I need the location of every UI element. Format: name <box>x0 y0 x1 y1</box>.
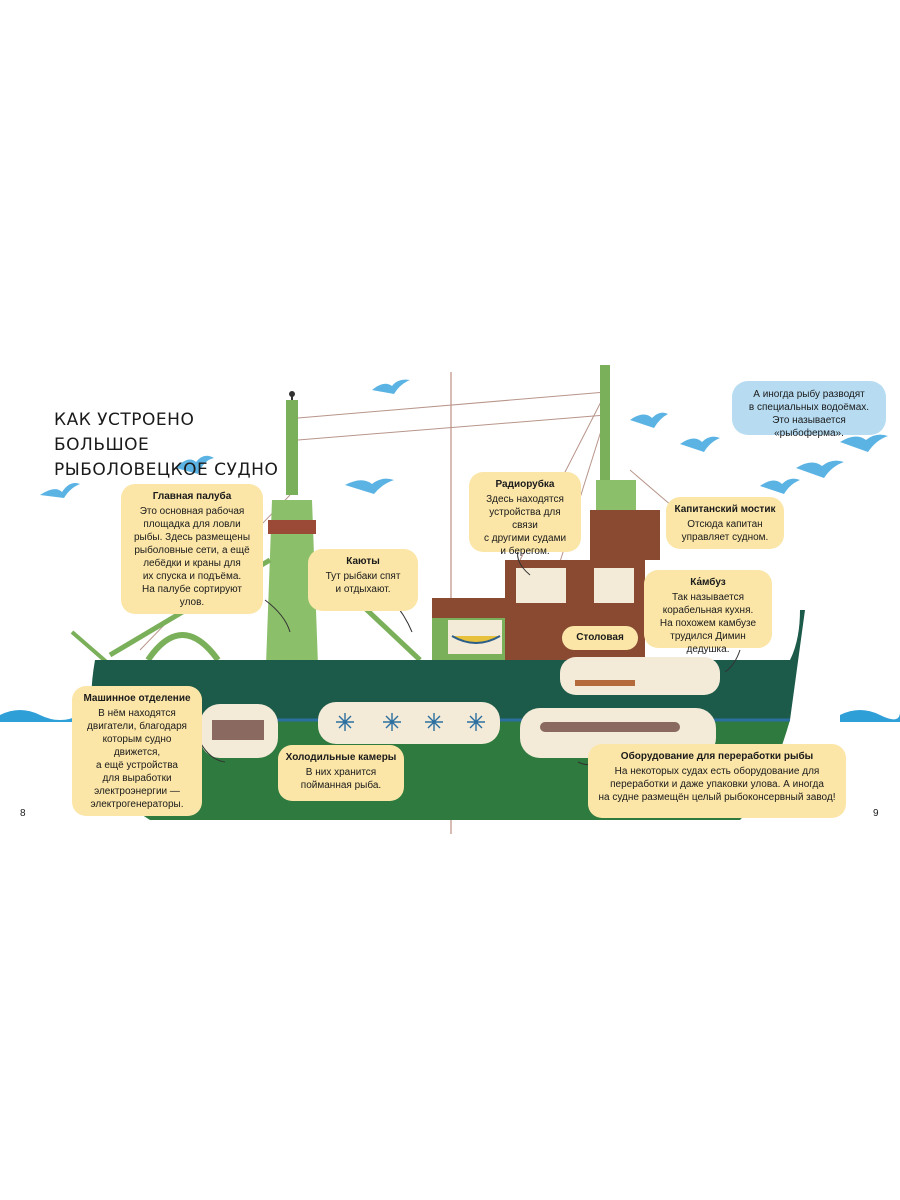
callout-body: В них хранится пойманная рыба. <box>300 767 382 791</box>
callout-heading: Каюты <box>346 556 380 567</box>
cold-storage <box>318 702 500 744</box>
callout-galley: Ка́мбуз Так называется корабельная кухня… <box>644 570 772 655</box>
callout-body: На некоторых судах есть оборудование для… <box>598 766 836 803</box>
water-left <box>0 710 80 722</box>
callout-body: Отсюда капитан управляет судном. <box>681 519 769 543</box>
page-number-left: 8 <box>20 808 26 819</box>
net-drum <box>145 632 221 662</box>
callout-body: В нём находятся двигатели, благодаря кот… <box>87 708 187 810</box>
callout-heading: Радиорубка <box>495 479 555 490</box>
callout-heading: Оборудование для переработки рыбы <box>620 751 814 762</box>
callout-dining: Столовая <box>562 626 638 650</box>
callout-cold-storage: Холодильные камеры В них хранится пойман… <box>278 745 404 801</box>
callout-engine-room: Машинное отделение В нём находятся двига… <box>72 686 202 816</box>
front-mast <box>286 400 298 495</box>
callout-body: Здесь находятся устройства для связи с д… <box>483 494 567 557</box>
page-title: КАК УСТРОЕНО БОЛЬШОЕ РЫБОЛОВЕЦКОЕ СУДНО <box>54 408 284 483</box>
callout-heading: Главная палуба <box>152 491 232 502</box>
callout-heading: Ка́мбуз <box>690 577 726 588</box>
front-mast-base <box>266 500 318 665</box>
callout-cabins: Каюты Тут рыбаки спят и отдыхают. <box>308 549 418 611</box>
snowflake-icons <box>336 713 485 731</box>
callout-processing: Оборудование для переработки рыбы На нек… <box>588 744 846 818</box>
callout-body: Так называется корабельная кухня. На пох… <box>659 592 757 655</box>
callout-body: Это основная рабочая площадка для ловли … <box>133 506 251 608</box>
galley-dining <box>560 657 720 695</box>
callout-body: Тут рыбаки спят и отдыхают. <box>325 571 401 595</box>
callout-heading: Капитанский мостик <box>674 504 776 515</box>
seagull-icons <box>40 379 888 498</box>
speech-bubble-fish-farm: А иногда рыбу разводят в специальных вод… <box>732 381 886 439</box>
page-number-right: 9 <box>873 808 879 819</box>
water-right <box>840 710 900 722</box>
callout-main-deck: Главная палуба Это основная рабочая площ… <box>121 484 263 614</box>
title-line-2: РЫБОЛОВЕЦКОЕ СУДНО <box>54 460 279 480</box>
rear-mast <box>600 365 610 485</box>
superstructure-top <box>590 510 660 560</box>
callout-heading: Холодильные камеры <box>285 752 397 763</box>
callout-heading: Машинное отделение <box>83 693 191 704</box>
callout-captain-bridge: Капитанский мостик Отсюда капитан управл… <box>666 497 784 549</box>
callout-radio-room: Радиорубка Здесь находятся устройства дл… <box>469 472 581 557</box>
title-line-1: КАК УСТРОЕНО БОЛЬШОЕ <box>54 410 195 455</box>
